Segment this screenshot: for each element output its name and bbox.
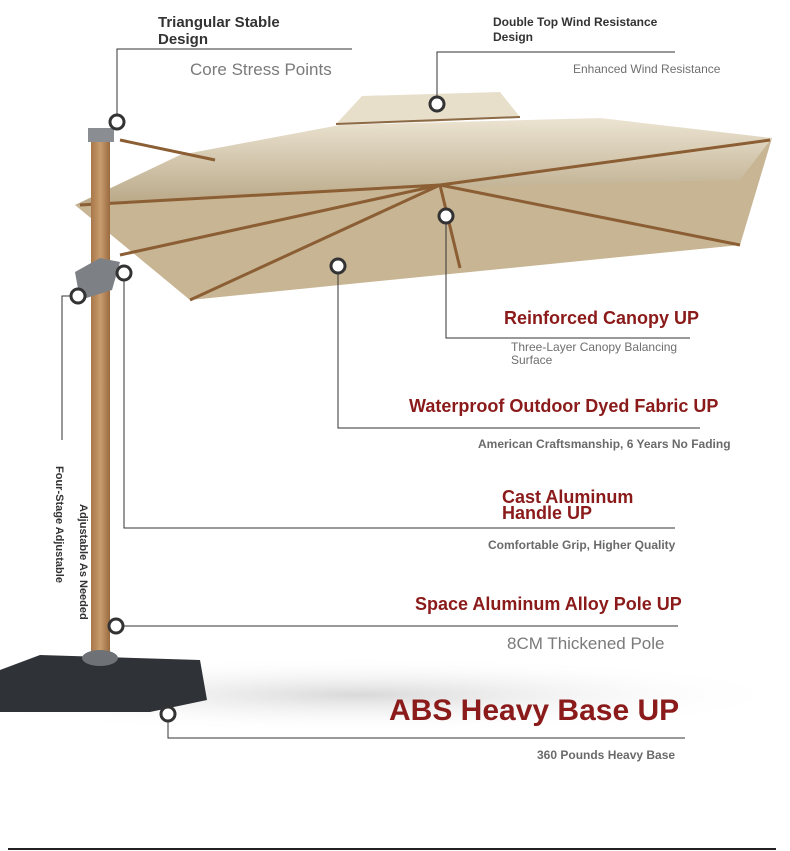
base-plate [0,655,207,712]
marker-base [159,705,177,723]
handle-bracket [75,258,120,300]
canopy-vent-top [336,92,520,124]
canopy-ribs [79,138,771,302]
side-label-four-stage: Four-Stage Adjustable [53,466,65,583]
marker-adjust [69,287,87,305]
feature-canopy-title: Reinforced Canopy UP [504,308,700,328]
marker-double-top [428,95,446,113]
side-label-adjustable: Adjustable As Needed [77,504,89,620]
feature-pole-title: Space Aluminum Alloy Pole UP [415,594,682,614]
marker-fabric [329,257,347,275]
feature-base-title: ABS Heavy Base UP [389,694,680,727]
feature-pole-desc: 8CM Thickened Pole [507,634,665,653]
marker-canopy [437,207,455,225]
feature-canopy-desc: Three-Layer Canopy Balancing Surface [511,340,678,367]
feature-double-top-subtitle: Enhanced Wind Resistance [573,62,721,76]
marker-pole [107,617,125,635]
top-bracket [88,128,114,142]
feature-double-top-title: Double Top Wind Resistance Design [493,15,658,44]
marker-triangular [108,113,126,131]
feature-handle-title: Cast Aluminum Handle UP [502,487,634,523]
marker-handle [115,264,133,282]
feature-base-desc: 360 Pounds Heavy Base [537,748,676,762]
feature-fabric-desc: American Craftsmanship, 6 Years No Fadin… [478,437,731,451]
feature-triangular-title: Triangular Stable Design [158,14,280,48]
canopy-top [75,118,772,205]
feature-triangular-subtitle: Core Stress Points [190,60,332,79]
pole [91,135,110,655]
feature-fabric-title: Waterproof Outdoor Dyed Fabric UP [409,396,719,416]
marker-dots [69,95,455,723]
feature-handle-desc: Comfortable Grip, Higher Quality [488,538,676,552]
